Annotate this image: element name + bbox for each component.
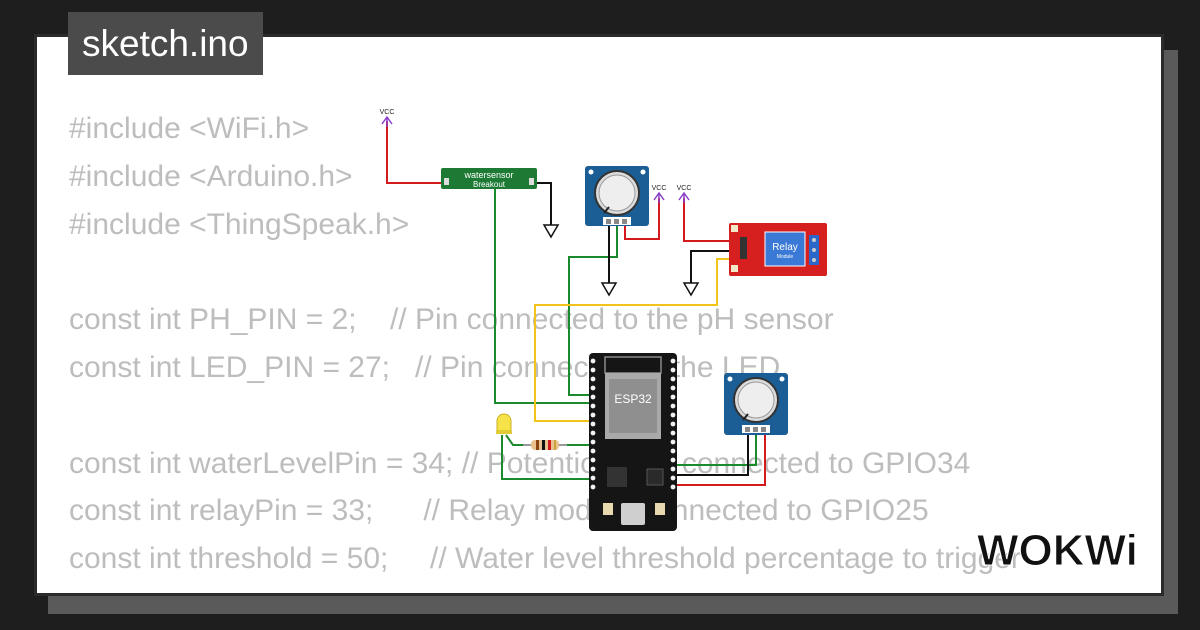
wire-pot2-signal (677, 433, 757, 466)
wire-relay-vcc (683, 198, 729, 242)
wire-relay-gnd (690, 250, 729, 283)
wire-pot2-vcc (677, 433, 766, 486)
code-background: #include <WiFi.h> #include <Arduino.h> #in… (69, 105, 1021, 583)
relay-sublabel: Module (777, 254, 794, 260)
circuit-diagram: VCC VCC VCC watersensor Bre (380, 109, 827, 531)
resistor[interactable] (523, 440, 567, 450)
preview-card: #include <WiFi.h> #include <Arduino.h> #in… (34, 34, 1164, 596)
wokwi-logo: WOKWi (977, 526, 1139, 574)
ground-icon-2 (600, 282, 618, 297)
vcc-label-1: VCC (380, 109, 395, 116)
wire-led-anode (505, 434, 527, 446)
wire-pot2-gnd (677, 433, 749, 476)
code-line-3: #include <ThingSpeak.h> (69, 207, 410, 241)
esp32-pins-left (590, 358, 596, 490)
code-line-1: #include <WiFi.h> (69, 112, 310, 145)
vcc-label-3: VCC (677, 185, 692, 192)
wire-pot1-vcc (624, 198, 660, 240)
ground-symbols (542, 224, 700, 297)
wire-water-gnd (536, 182, 552, 225)
wire-pot1-signal (568, 225, 618, 396)
wires (386, 121, 766, 486)
wire-water-vcc (386, 121, 443, 184)
wire-led-cathode (501, 435, 591, 480)
vcc-symbol-3: VCC (677, 185, 692, 203)
esp32-label: ESP32 (614, 392, 652, 406)
code-line-10: const int threshold = 50; // Water level… (69, 542, 1021, 576)
wire-water-signal (494, 189, 591, 404)
ground-icon-3 (682, 282, 700, 297)
wire-relay-in (534, 258, 729, 422)
esp32-pins-right (670, 358, 676, 490)
vcc-symbol-1: VCC (380, 109, 395, 127)
ground-icon-1 (542, 224, 560, 239)
vcc-label-2: VCC (652, 185, 667, 192)
water-sensor-label: watersensor (463, 170, 513, 180)
relay-label: Relay (772, 242, 798, 253)
vcc-symbols: VCC VCC VCC (380, 109, 692, 203)
yellow-led[interactable] (496, 413, 512, 434)
water-sensor-module[interactable]: watersensor Breakout (441, 168, 537, 189)
vcc-symbol-2: VCC (652, 185, 667, 203)
code-line-2: #include <Arduino.h> (69, 159, 353, 193)
relay-module[interactable]: Relay Module (729, 223, 827, 276)
wokwi-logo-text: WOKWi (977, 526, 1138, 573)
water-sensor-sublabel: Breakout (473, 180, 506, 189)
potentiometer-1[interactable] (585, 166, 649, 226)
esp32-board[interactable]: ESP32 (589, 353, 677, 531)
potentiometer-2[interactable] (724, 373, 788, 435)
file-tab[interactable]: sketch.ino (68, 12, 263, 75)
